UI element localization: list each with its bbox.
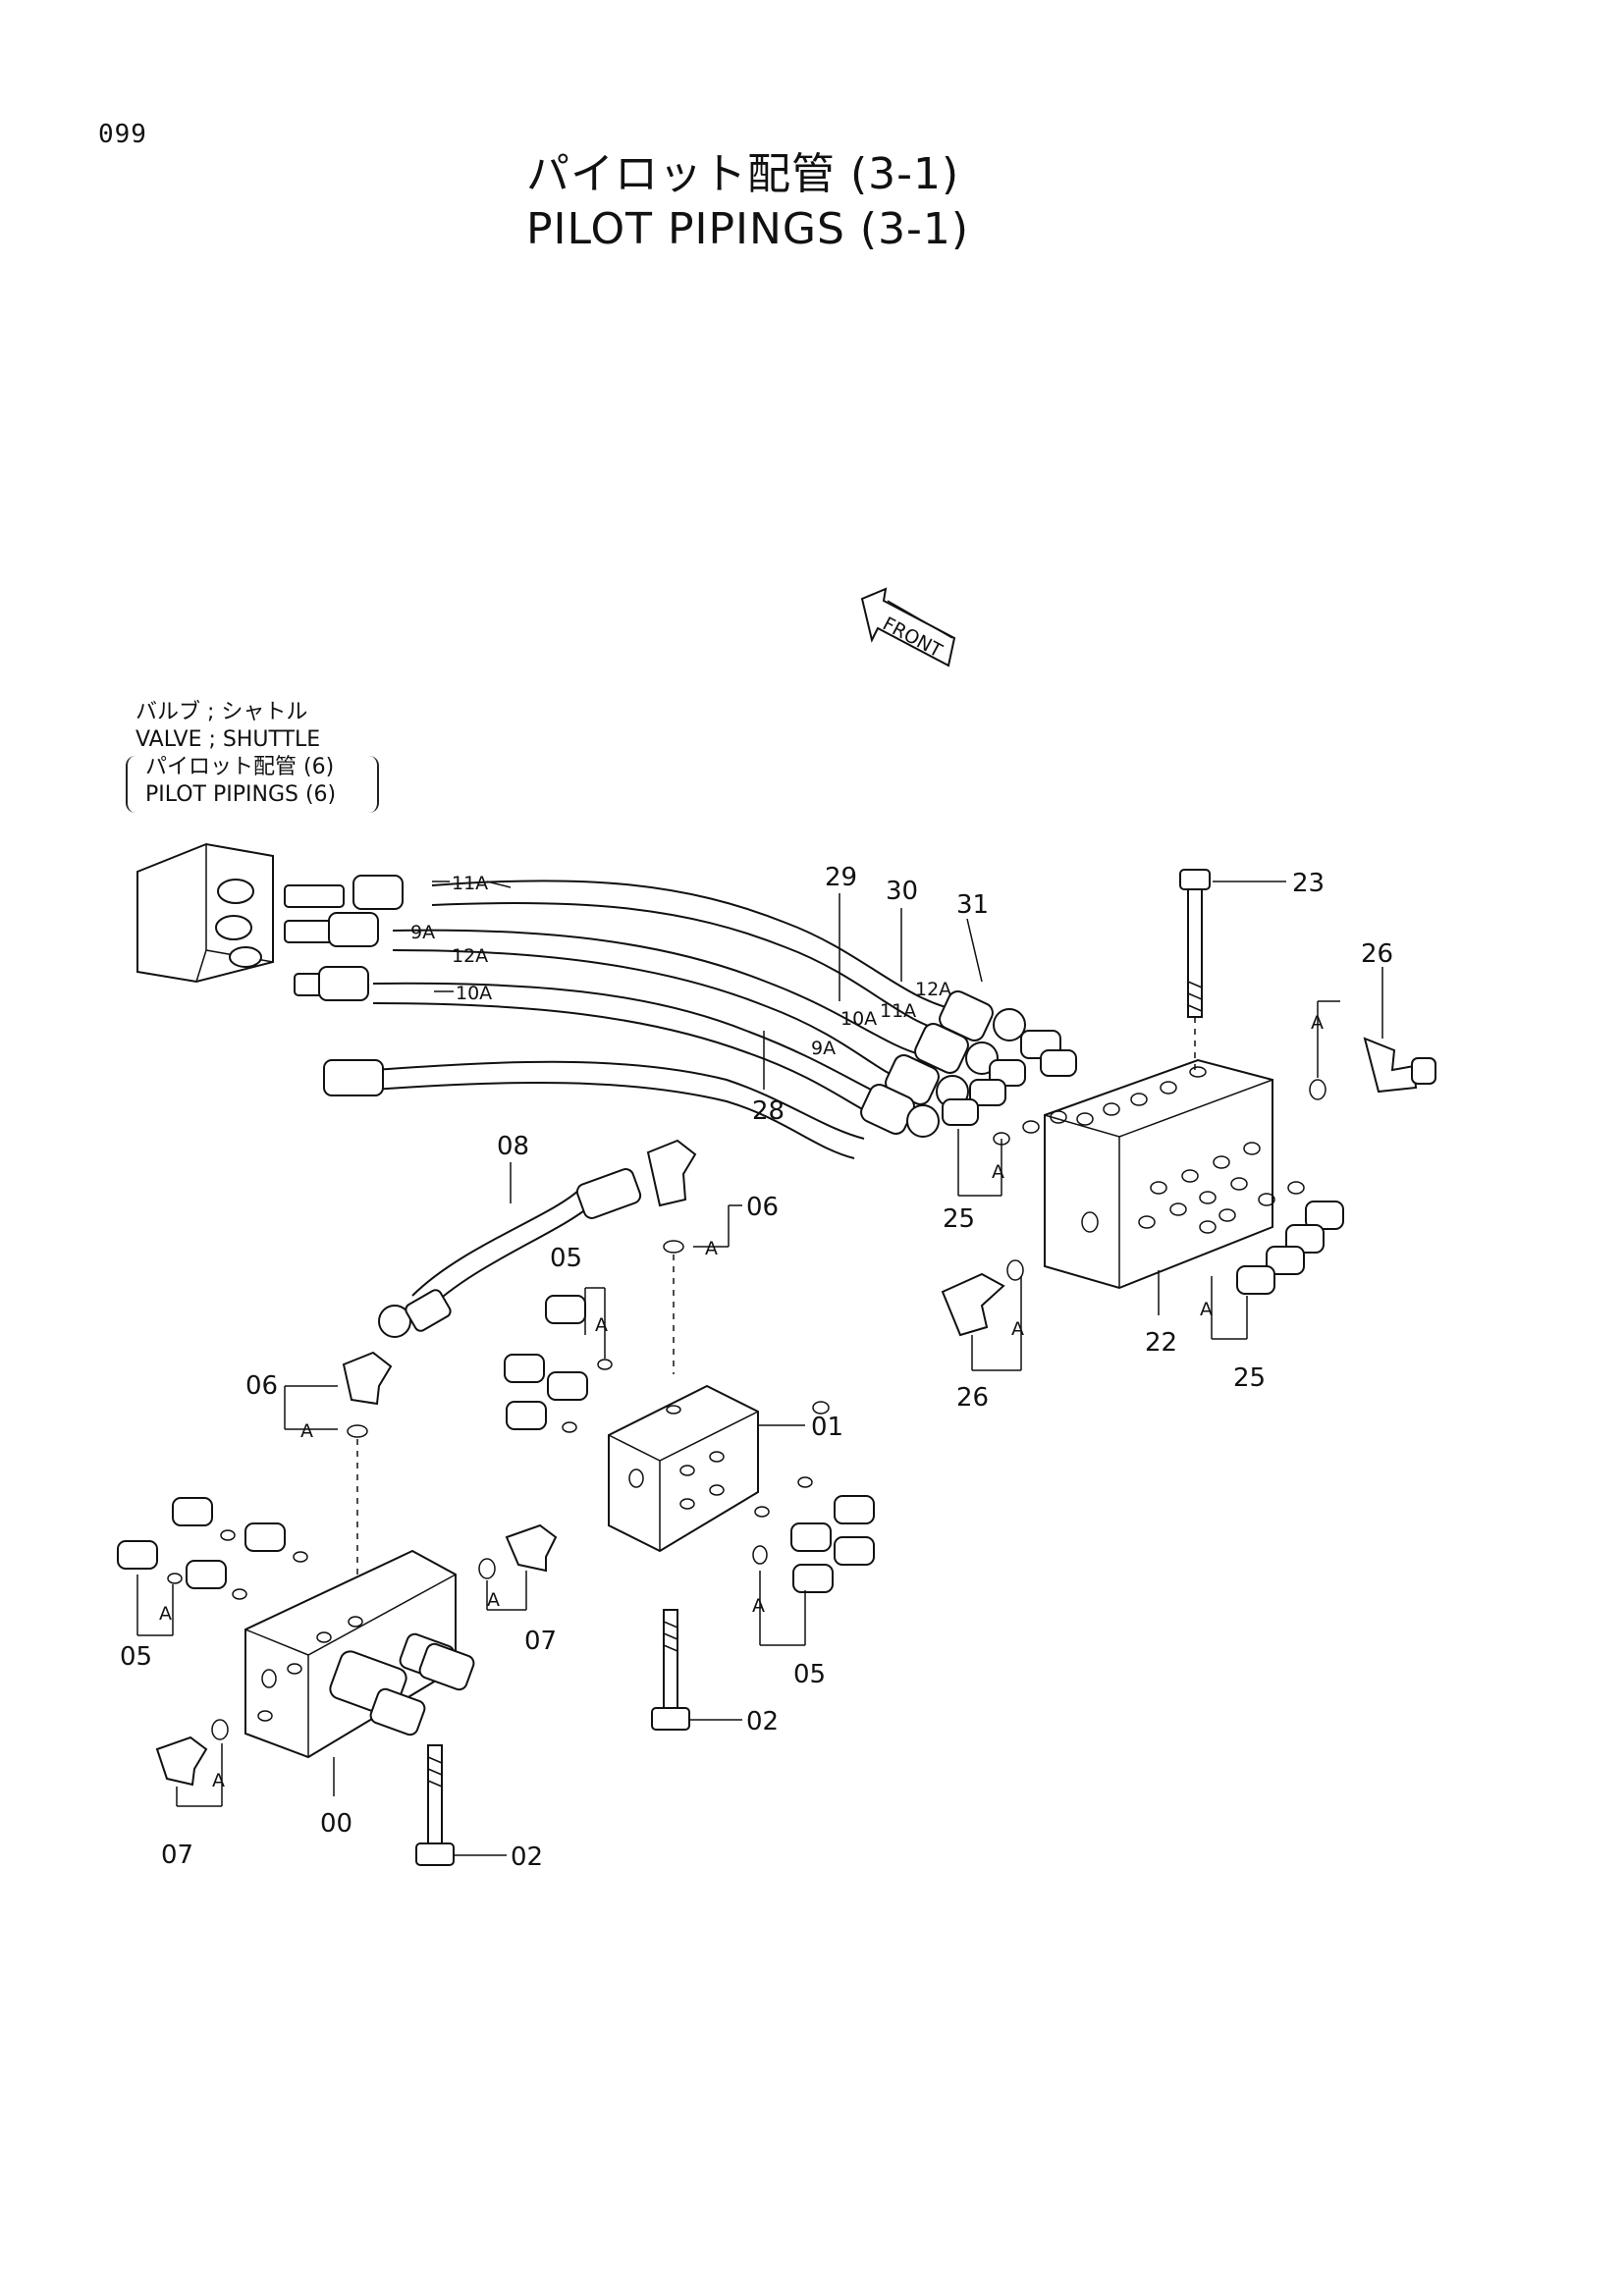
hose-label-12a-right: 12A — [915, 979, 951, 1000]
callout-06-top: 06 — [746, 1193, 779, 1222]
title-japanese: パイロット配管 (3-1) — [526, 149, 960, 199]
hose-label-10a: 10A — [456, 983, 492, 1004]
seal-mark-a5: A — [705, 1238, 718, 1259]
seal-mark-a7: A — [752, 1595, 765, 1617]
seal-mark-a10: A — [487, 1589, 500, 1611]
hose-label-9a-right: 9A — [811, 1038, 836, 1059]
seal-mark-a6: A — [595, 1314, 608, 1336]
callout-26-top: 26 — [1361, 939, 1393, 969]
callout-29: 29 — [825, 863, 857, 892]
valve-block-00-fittings: A 05 A 07 A 07 — [117, 1497, 558, 1870]
callout-07-right: 07 — [524, 1627, 557, 1656]
callout-05-right: 05 — [793, 1660, 826, 1689]
callout-30: 30 — [886, 877, 918, 906]
callout-31: 31 — [956, 890, 989, 920]
hose-label-10a-right: 10A — [840, 1008, 877, 1030]
valve-block-22 — [1044, 1058, 1273, 1290]
title-english: PILOT PIPINGS (3-1) — [526, 204, 970, 254]
callout-26-bottom: 26 — [956, 1383, 989, 1413]
callout-25-right: 25 — [1233, 1363, 1266, 1393]
elbow-fitting-06-left: 06 A — [245, 1351, 393, 1610]
bolt-02-bottom: 02 — [415, 1744, 543, 1872]
seal-mark-a1: A — [1311, 1012, 1324, 1034]
hose-assemblies — [372, 880, 963, 1159]
front-label: FRONT — [879, 613, 946, 662]
hose-label-11a-right: 11A — [880, 1000, 916, 1022]
hose-08: 08 — [378, 1132, 642, 1338]
elbow-fitting-06-top: 06 A — [646, 1139, 779, 1374]
seal-mark-a8: A — [300, 1420, 313, 1442]
valve-block-22-callouts: A 25 22 A 25 — [943, 1129, 1266, 1393]
valve-block-00: 00 — [244, 1549, 475, 1839]
valve-block-01-fittings: 05 A A 05 — [504, 1244, 875, 1689]
valve-block-22-fittings — [942, 1030, 1344, 1295]
hose-label-11a: 11A — [452, 873, 488, 894]
callout-25-left: 25 — [943, 1204, 975, 1234]
reference-line-3: パイロット配管 (6) — [145, 755, 335, 779]
callout-23: 23 — [1292, 869, 1325, 898]
shuttle-fittings — [284, 875, 404, 1001]
hose-label-9a: 9A — [410, 922, 435, 943]
elbow-fittings-26: 26 A 26 A — [941, 939, 1436, 1413]
callout-06-left: 06 — [245, 1371, 278, 1401]
seal-mark-a2: A — [1011, 1318, 1024, 1340]
reference-line-1: バルブ ; シャトル — [135, 700, 308, 724]
callout-05-left: 05 — [120, 1642, 152, 1672]
hose-label-12a: 12A — [452, 945, 488, 967]
page-title: パイロット配管 (3-1) PILOT PIPINGS (3-1) — [526, 147, 1037, 257]
hose-end-fittings — [323, 990, 1026, 1138]
page-number: 099 — [98, 120, 147, 149]
valve-block-01: 01 — [608, 1384, 843, 1553]
seal-mark-a4: A — [1200, 1299, 1213, 1320]
hose-labels: 11A 9A 12A 10A 12A 11A 10A 9A — [410, 873, 951, 1059]
callout-02-bottom: 02 — [511, 1842, 543, 1872]
seal-mark-a11: A — [212, 1770, 225, 1791]
reference-line-2: VALVE ; SHUTTLE — [135, 727, 321, 752]
front-arrow-icon: FRONT — [860, 587, 956, 667]
shuttle-valve-block — [136, 842, 274, 984]
bolt-02-middle: 02 — [651, 1609, 779, 1736]
callout-07-bottom: 07 — [161, 1841, 193, 1870]
seal-mark-a9: A — [159, 1603, 172, 1625]
reference-bracket — [126, 756, 379, 813]
reference-line-4: PILOT PIPINGS (6) — [145, 782, 337, 807]
callout-28: 28 — [752, 1096, 785, 1126]
hose-callouts: 29 30 31 28 — [752, 863, 989, 1126]
misc-seal-marks: A — [812, 1401, 830, 1415]
callout-22: 22 — [1145, 1328, 1177, 1358]
callout-02-middle: 02 — [746, 1707, 779, 1736]
seal-mark-a3: A — [992, 1161, 1004, 1183]
reference-note: バルブ ; シャトル VALVE ; SHUTTLE パイロット配管 (6) P… — [135, 699, 336, 809]
callout-01: 01 — [811, 1413, 843, 1442]
callout-05-top: 05 — [550, 1244, 582, 1273]
bolt-23: 23 — [1179, 869, 1325, 1070]
callout-08: 08 — [497, 1132, 529, 1161]
callout-00: 00 — [320, 1809, 352, 1839]
